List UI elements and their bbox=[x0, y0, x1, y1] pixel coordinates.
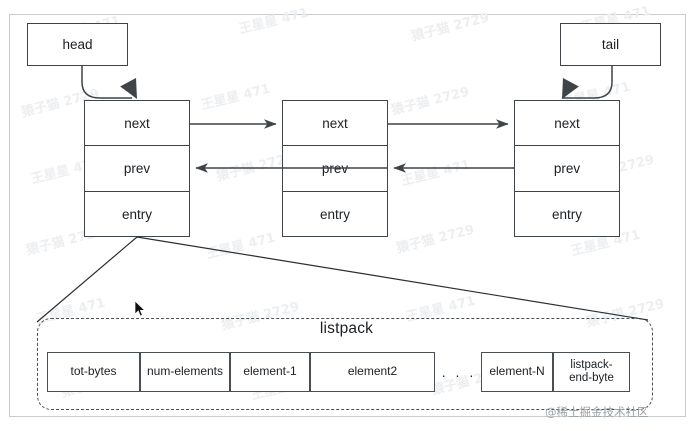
tail-label: tail bbox=[601, 37, 620, 52]
head-pointer-box[interactable]: head bbox=[27, 23, 128, 66]
node-3-entry-cell[interactable]: entry bbox=[551, 206, 582, 222]
listpack-cell-num-elements[interactable]: num-elements bbox=[140, 352, 230, 392]
corner-watermark: @稀土掘金技术社区 bbox=[545, 405, 649, 419]
listpack-ellipsis: . . . bbox=[441, 364, 477, 380]
node-3-next-cell[interactable]: next bbox=[515, 101, 619, 147]
node-2-next-cell[interactable]: next bbox=[283, 101, 387, 147]
listpack-cell-element-n[interactable]: element-N bbox=[481, 352, 553, 392]
head-label: head bbox=[62, 37, 93, 52]
listpack-cell-end-byte[interactable]: listpack- end-byte bbox=[553, 352, 630, 392]
list-node-3[interactable]: next prev entry bbox=[514, 100, 620, 237]
mouse-cursor bbox=[134, 300, 146, 317]
node-1-entry-cell[interactable]: entry bbox=[121, 206, 152, 222]
node-1-next-cell[interactable]: next bbox=[85, 101, 189, 147]
listpack-cell-element-1[interactable]: element-1 bbox=[230, 352, 310, 392]
listpack-title: listpack bbox=[319, 320, 374, 337]
node-3-prev-cell[interactable]: prev bbox=[515, 146, 619, 192]
tail-pointer-box[interactable]: tail bbox=[560, 23, 661, 66]
listpack-container bbox=[37, 318, 653, 410]
list-node-2[interactable]: next prev entry bbox=[282, 100, 388, 237]
list-node-1[interactable]: next prev entry bbox=[84, 100, 190, 237]
node-2-prev-cell[interactable]: prev bbox=[283, 146, 387, 192]
node-2-entry-cell[interactable]: entry bbox=[319, 206, 350, 222]
node-1-prev-cell[interactable]: prev bbox=[85, 146, 189, 192]
listpack-cell-tot-bytes[interactable]: tot-bytes bbox=[47, 352, 140, 392]
listpack-cell-element-2[interactable]: element2 bbox=[310, 352, 435, 392]
